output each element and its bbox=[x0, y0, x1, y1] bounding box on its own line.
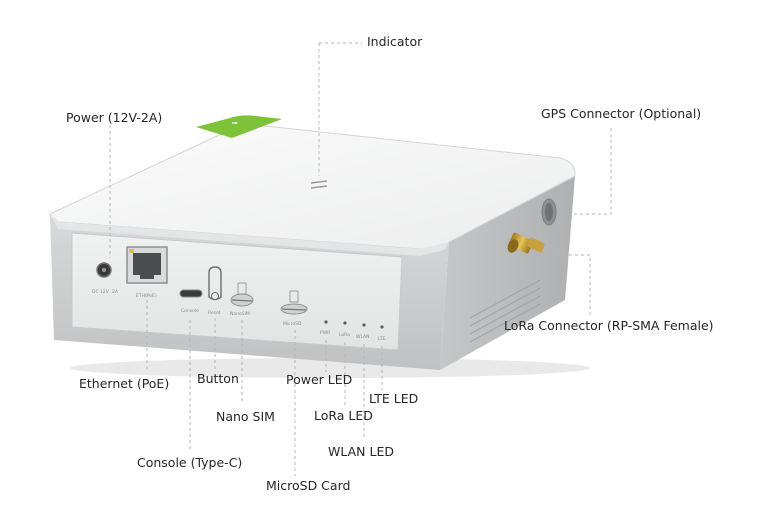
label-ethernet: Ethernet (PoE) bbox=[79, 376, 170, 391]
dc-marking: DC 12V bbox=[92, 289, 110, 295]
label-console: Console (Type-C) bbox=[137, 455, 243, 470]
indicator-light bbox=[310, 180, 328, 189]
label-gps-connector: GPS Connector (Optional) bbox=[541, 106, 702, 121]
console-marking: Console bbox=[181, 308, 199, 314]
microsd-marking: MicroSD bbox=[283, 321, 302, 327]
lte-led bbox=[380, 325, 384, 329]
dc-current-marking: 2A bbox=[112, 289, 119, 295]
lora-led bbox=[343, 321, 347, 325]
label-power: Power (12V-2A) bbox=[66, 110, 163, 125]
label-wlan-led: WLAN LED bbox=[328, 444, 394, 459]
wlan-led bbox=[362, 323, 366, 327]
power-led bbox=[324, 320, 328, 324]
label-indicator: Indicator bbox=[367, 34, 423, 49]
wlan-marking: WLAN bbox=[356, 334, 370, 340]
label-microsd: MicroSD Card bbox=[266, 478, 351, 493]
svg-text:▪▪: ▪▪ bbox=[232, 120, 238, 125]
ethernet-marking: ETH(PoE) bbox=[136, 293, 157, 299]
device-side-face bbox=[440, 176, 575, 370]
label-button: Button bbox=[197, 371, 239, 386]
lte-marking: LTE bbox=[378, 336, 386, 342]
pwr-marking: PWR bbox=[320, 330, 330, 336]
label-lte-led: LTE LED bbox=[369, 391, 419, 406]
label-nano-sim: Nano SIM bbox=[216, 409, 275, 424]
label-lora-connector: LoRa Connector (RP-SMA Female) bbox=[504, 318, 714, 333]
green-corner-accent bbox=[196, 115, 282, 138]
lora-marking: LoRa bbox=[339, 332, 350, 338]
console-typec-port bbox=[179, 289, 203, 298]
reset-marking: Reset bbox=[208, 310, 221, 316]
leader-lines bbox=[109, 42, 612, 476]
side-vents bbox=[469, 279, 541, 343]
label-power-led: Power LED bbox=[286, 372, 353, 387]
nanosim-marking: NanoSIM bbox=[230, 311, 250, 317]
label-lora-led: LoRa LED bbox=[314, 408, 373, 423]
lora-rpsma-connector bbox=[507, 232, 545, 254]
